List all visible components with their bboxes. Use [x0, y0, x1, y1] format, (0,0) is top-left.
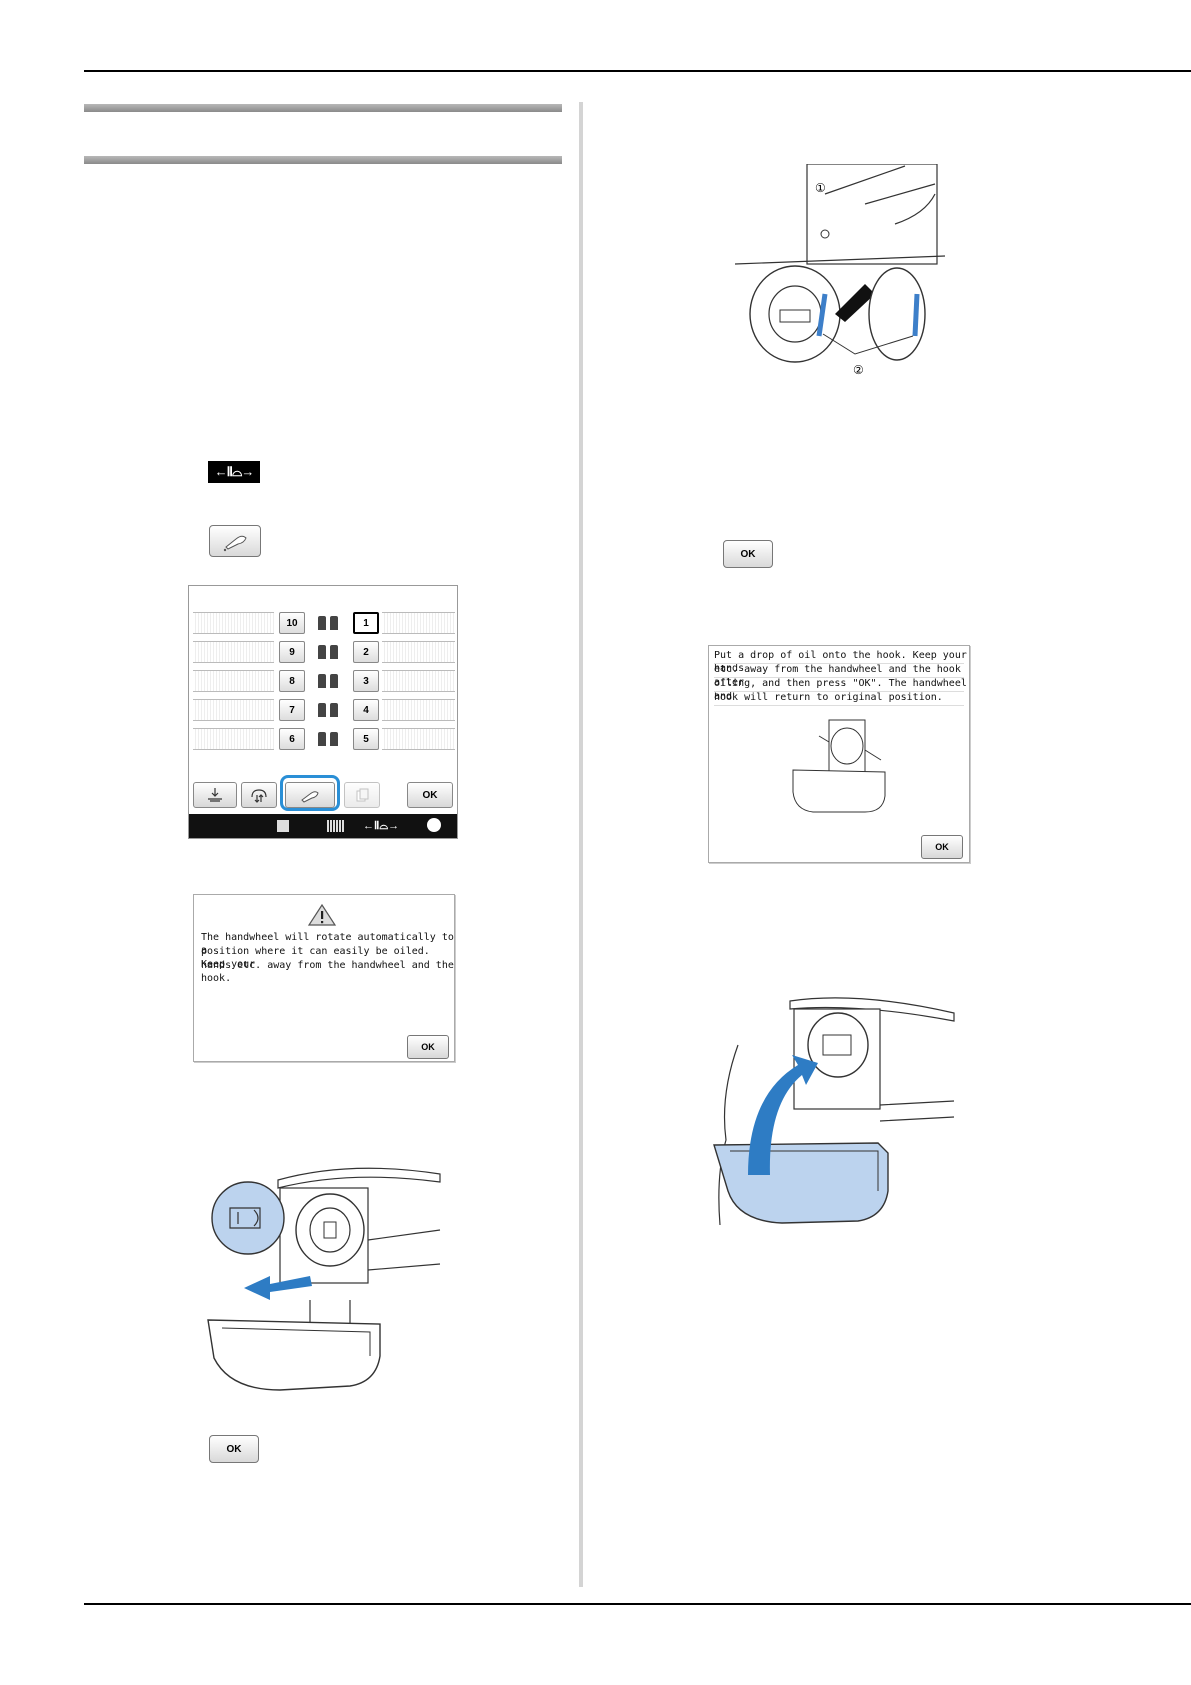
- embroidery-frame-key-icon[interactable]: ←Ⅱ⌓→: [208, 461, 260, 483]
- screen-toolbar: OK: [189, 775, 457, 812]
- status-bar: ←Ⅱ⌓→: [189, 814, 457, 838]
- needle-down-icon: [208, 788, 222, 802]
- document-icon: [277, 820, 289, 832]
- needle-row: 8 3: [193, 670, 455, 692]
- needle-button-6[interactable]: 6: [279, 728, 305, 750]
- warning-line-3: hands etc. away from the handwheel and t…: [201, 960, 454, 984]
- warning-line-2: position where it can easily be oiled. K…: [201, 946, 430, 970]
- pages-icon: [356, 788, 369, 802]
- warning-line-1: The handwheel will rotate automatically …: [201, 932, 454, 956]
- oil-key-button[interactable]: [209, 525, 261, 557]
- copy-button[interactable]: [344, 782, 380, 808]
- oil-button-highlight: [280, 775, 340, 811]
- section-heading-bar-bottom: [84, 156, 562, 164]
- needle-row: 9 2: [193, 641, 455, 663]
- warning-icon: [307, 903, 337, 926]
- warning-ok-button[interactable]: OK: [407, 1035, 449, 1059]
- needle-button-5[interactable]: 5: [353, 728, 379, 750]
- needle-row: 10 1: [193, 612, 455, 634]
- needle-panel-screen: 10 1 9 2 8 3 7 4 6 5: [188, 585, 458, 839]
- oil-instruction-dialog: Put a drop of oil onto the hook. Keep yo…: [708, 645, 970, 863]
- section-heading-bar-top: [84, 104, 562, 112]
- ok-key-button[interactable]: OK: [723, 540, 773, 568]
- oil-button[interactable]: [285, 782, 335, 808]
- needle-button-10[interactable]: 10: [279, 612, 305, 634]
- callout-2: ②: [853, 363, 864, 377]
- needle-button-3[interactable]: 3: [353, 670, 379, 692]
- needle-button-7[interactable]: 7: [279, 699, 305, 721]
- dialog-hook-illustration: [792, 719, 886, 813]
- oil-line-2: etc. away from the handwheel and the hoo…: [714, 664, 961, 688]
- ok-key-button[interactable]: OK: [209, 1435, 259, 1463]
- needle-button-2[interactable]: 2: [353, 641, 379, 663]
- needle-row: 7 4: [193, 699, 455, 721]
- frame-move-button[interactable]: [241, 782, 277, 808]
- needle-row: 6 5: [193, 728, 455, 750]
- needle-button-8[interactable]: 8: [279, 670, 305, 692]
- needle-button-4[interactable]: 4: [353, 699, 379, 721]
- callout-1: ①: [815, 181, 826, 195]
- needle-button-9[interactable]: 9: [279, 641, 305, 663]
- oil-line-3: oiling, and then press "OK". The handwhe…: [714, 678, 967, 702]
- embroidery-icon: [327, 820, 345, 832]
- frame-arrows-icon: [251, 789, 267, 803]
- clock-icon[interactable]: [427, 818, 441, 832]
- header-rule: [84, 70, 1191, 72]
- column-divider: [579, 102, 583, 1587]
- oil-drop-icon: [301, 791, 319, 803]
- thread-trim-button[interactable]: [193, 782, 237, 808]
- warning-dialog: The handwheel will rotate automatically …: [193, 894, 455, 1062]
- frame-key-icon[interactable]: ←Ⅱ⌓→: [363, 820, 400, 832]
- ok-button[interactable]: OK: [407, 782, 453, 808]
- oil-line-4: hook will return to original position.: [714, 692, 943, 703]
- hook-cover-open-illustration: [207, 1167, 441, 1391]
- needle-button-1[interactable]: 1: [353, 612, 379, 634]
- close-hook-cover-illustration: [713, 997, 955, 1226]
- oil-drop-icon: [223, 535, 247, 552]
- oil-line-1: Put a drop of oil onto the hook. Keep yo…: [714, 650, 967, 674]
- oil-ok-button[interactable]: OK: [921, 835, 963, 859]
- footer-rule: [84, 1603, 1191, 1605]
- oiling-hook-illustration: ① ②: [735, 164, 945, 377]
